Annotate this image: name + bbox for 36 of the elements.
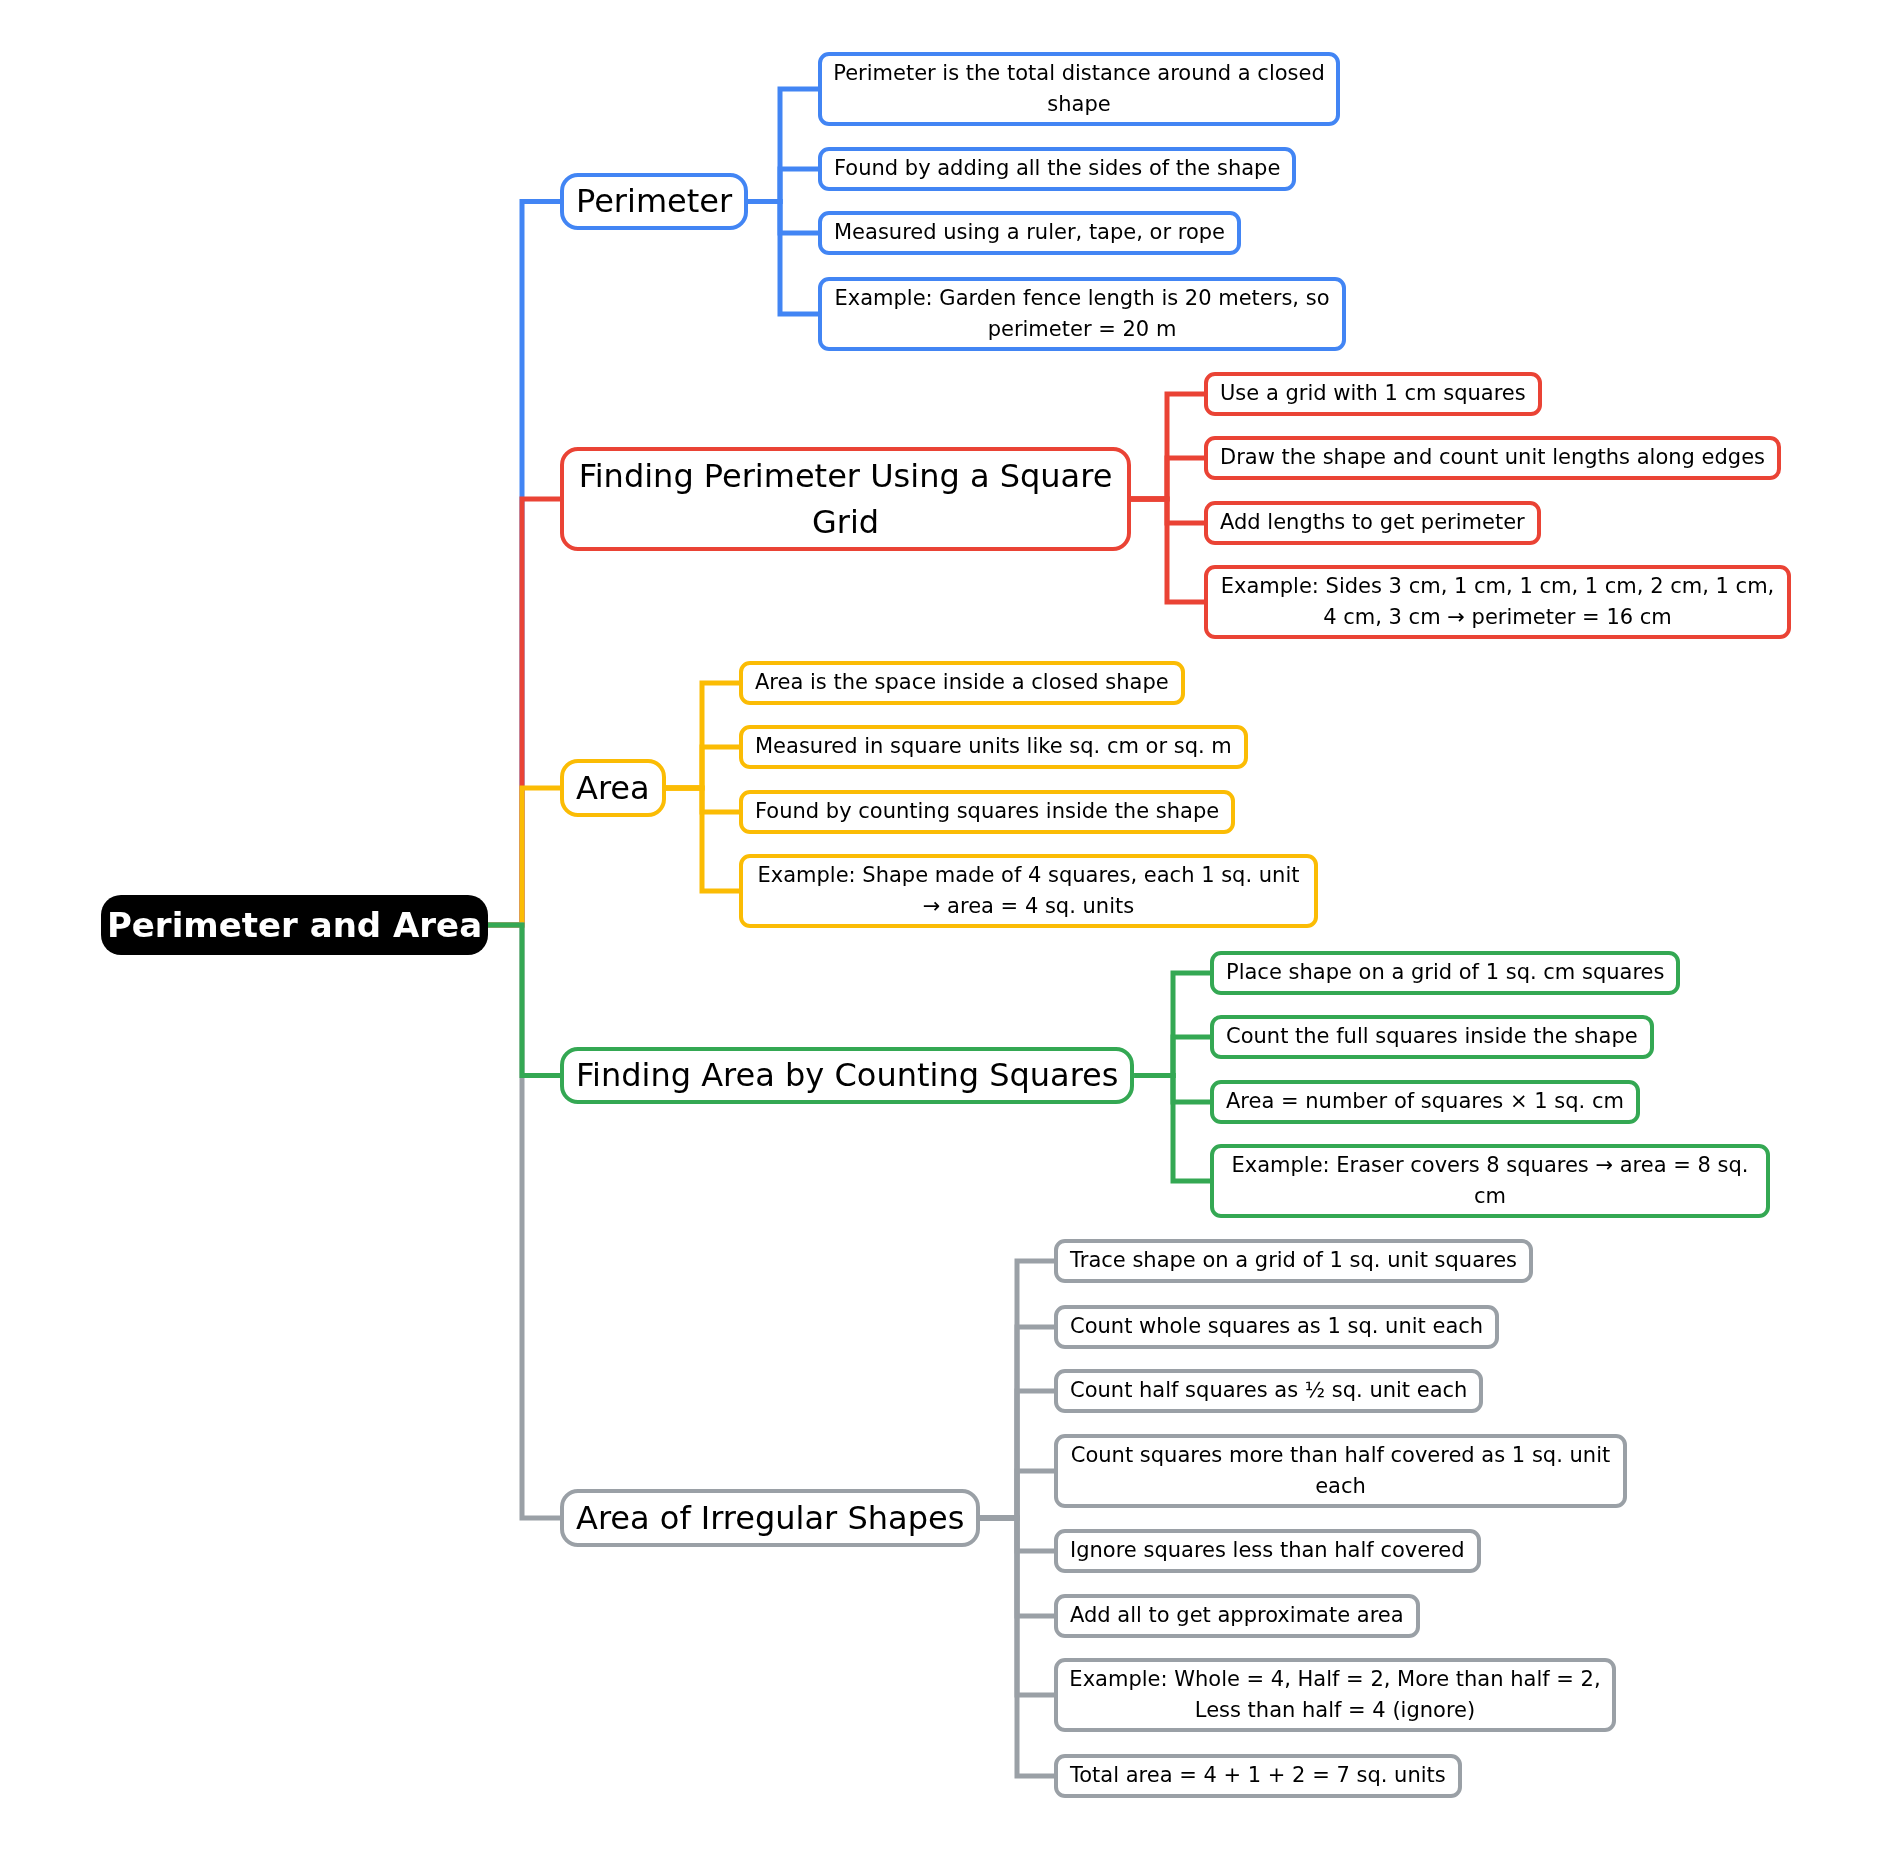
subtopic: Add lengths to get perimeter bbox=[1204, 501, 1541, 545]
subtopic: Example: Shape made of 4 squares, each 1 sq. unit → area = 4 sq. units bbox=[739, 854, 1318, 928]
main-topic: Finding Area by Counting Squares bbox=[560, 1047, 1135, 1104]
subtopic: Trace shape on a grid of 1 sq. unit squares bbox=[1054, 1239, 1534, 1283]
subtopic: Area is the space inside a closed shape bbox=[739, 661, 1185, 705]
subtopic: Found by counting squares inside the shape bbox=[739, 790, 1236, 834]
connector-line bbox=[1134, 1073, 1210, 1105]
subtopic: Found by adding all the sides of the shape bbox=[818, 147, 1297, 191]
subtopic: Example: Whole = 4, Half = 2, More than half = 2, Less than half = 4 (ignore) bbox=[1054, 1658, 1616, 1732]
central-topic: Perimeter and Area bbox=[101, 895, 488, 955]
subtopic: Draw the shape and count unit lengths along edges bbox=[1204, 436, 1782, 480]
subtopic: Place shape on a grid of 1 sq. cm squares bbox=[1210, 951, 1681, 995]
connector-line bbox=[665, 785, 739, 815]
subtopic: Count squares more than half covered as 1 sq. unit each bbox=[1054, 1434, 1627, 1508]
main-topic: Area of Irregular Shapes bbox=[560, 1489, 981, 1547]
subtopic: Ignore squares less than half covered bbox=[1054, 1529, 1481, 1573]
subtopic: Example: Eraser covers 8 squares → area = 8 sq. cm bbox=[1210, 1144, 1770, 1218]
subtopic: Use a grid with 1 cm squares bbox=[1204, 372, 1542, 416]
subtopic: Count half squares as ½ sq. unit each bbox=[1054, 1369, 1484, 1413]
subtopic: Example: Garden fence length is 20 meters, so perimeter = 20 m bbox=[818, 277, 1346, 351]
connector-line bbox=[748, 199, 818, 236]
subtopic: Measured in square units like sq. cm or sq. m bbox=[739, 725, 1248, 769]
connector-line bbox=[980, 1515, 1054, 1554]
subtopic: Area = number of squares × 1 sq. cm bbox=[1210, 1080, 1640, 1124]
subtopic: Total area = 4 + 1 + 2 = 7 sq. units bbox=[1054, 1754, 1462, 1798]
subtopic: Measured using a ruler, tape, or rope bbox=[818, 211, 1241, 255]
main-topic: Finding Perimeter Using a Square Grid bbox=[560, 447, 1131, 551]
main-topic: Area bbox=[560, 759, 666, 817]
subtopic: Count whole squares as 1 sq. unit each bbox=[1054, 1305, 1500, 1349]
subtopic: Example: Sides 3 cm, 1 cm, 1 cm, 1 cm, 2 cm, 1 cm, 4 cm, 3 cm → perimeter = 16 cm bbox=[1204, 565, 1791, 639]
subtopic: Count the full squares inside the shape bbox=[1210, 1015, 1654, 1059]
subtopic: Perimeter is the total distance around a closed shape bbox=[818, 52, 1340, 126]
main-topic: Perimeter bbox=[560, 173, 749, 230]
connector-line bbox=[488, 922, 560, 1078]
subtopic: Add all to get approximate area bbox=[1054, 1594, 1420, 1638]
connector-line bbox=[1131, 496, 1204, 526]
